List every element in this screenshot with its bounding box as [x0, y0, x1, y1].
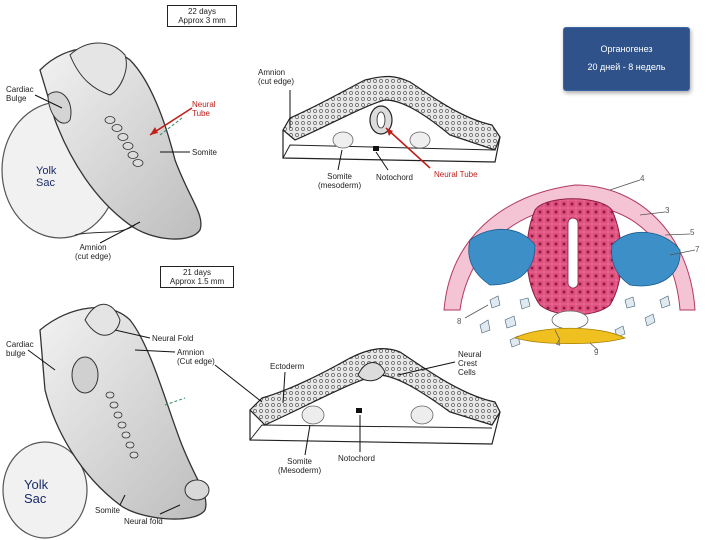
slide-title: Органогенез — [600, 44, 653, 54]
label-somite-section-21: Somite (Mesoderm) — [278, 457, 322, 475]
label-somite-section-22: Somite (mesoderm) — [318, 172, 362, 190]
histology-section-drawing — [443, 179, 696, 351]
label-neural-fold-top: Neural Fold — [152, 334, 194, 343]
label-cardiac-bulge-22: Cardiac Bulge — [6, 85, 34, 103]
histology-number-4-top: 4 — [640, 174, 645, 183]
label-notochord-22: Notochord — [376, 173, 413, 182]
slide-title-box: Органогенез 20 дней - 8 недель — [563, 27, 690, 91]
yolk-sac-21 — [2, 441, 88, 539]
histology-number-8: 8 — [457, 317, 462, 326]
histology-number-3: 3 — [665, 206, 670, 215]
embryo-22-days-drawing — [1, 42, 202, 244]
label-amnion-22: Amnion (cut edge) — [75, 243, 112, 261]
label-cardiac-bulge-21: Cardiac bulge — [6, 340, 34, 358]
histology-number-7: 7 — [695, 245, 700, 254]
label-amnion-section-22: Amnion (cut edge) — [258, 68, 295, 86]
label-neural-fold-bottom: Neural fold — [124, 517, 163, 526]
caption-22-days: 22 days Approx 3 mm — [167, 5, 237, 27]
label-yolk-sac-21: Yolk Sac — [24, 477, 49, 506]
section-22-days-drawing — [282, 75, 501, 171]
label-neural-crest-cells: Neural Crest Cells — [458, 350, 482, 377]
label-neural-tube-22: Neural Tube — [192, 100, 216, 118]
section-21-days-drawing — [214, 348, 501, 456]
label-yolk-sac-22: Yolk Sac — [36, 165, 57, 189]
histology-number-4-bottom: 4 — [556, 339, 561, 348]
label-somite-22: Somite — [192, 148, 217, 157]
label-ectoderm: Ectoderm — [270, 362, 305, 371]
histology-number-5: 5 — [690, 228, 695, 237]
caption-21-days: 21 days Approx 1.5 mm — [160, 266, 234, 288]
label-neural-tube-section-22: Neural Tube — [434, 170, 478, 179]
slide-subtitle: 20 дней - 8 недель — [587, 62, 666, 72]
label-amnion-21: Amnion (Cut edge) — [177, 348, 215, 366]
histology-number-9: 9 — [594, 348, 599, 357]
label-notochord-21: Notochord — [338, 454, 375, 463]
label-somite-21: Somite — [95, 506, 120, 515]
embryo-21-days-drawing — [2, 303, 210, 539]
